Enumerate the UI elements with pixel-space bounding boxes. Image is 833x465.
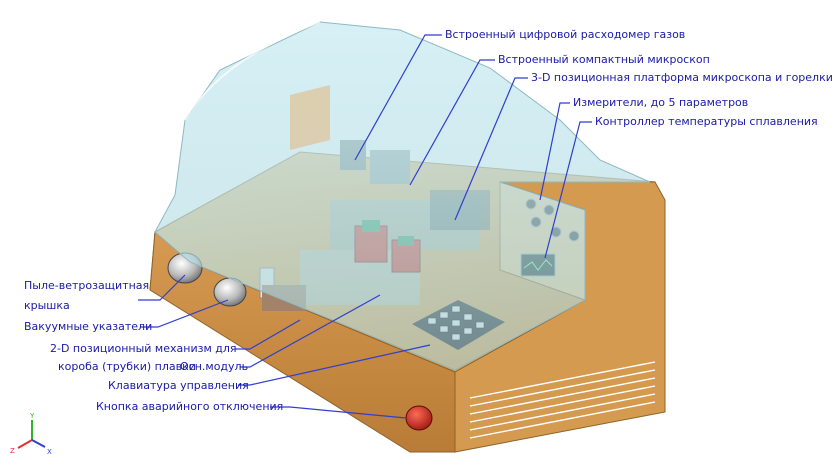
axis-x-label: X xyxy=(47,448,52,456)
label-cover-line1: Пыле-ветрозащитная xyxy=(24,279,150,292)
label-controller: Контроллер температуры сплавления xyxy=(595,115,818,128)
label-keypad: Клавиатура управления xyxy=(108,379,249,392)
axis-z-label: Z xyxy=(10,447,15,455)
label-mechanism-line2: короба (трубки) плавки xyxy=(58,360,196,373)
axis-y-label: Y xyxy=(29,412,35,420)
emergency-stop-button xyxy=(405,405,433,431)
label-main-module: Осн.модуль xyxy=(180,360,249,373)
label-emergency: Кнопка аварийного отключения xyxy=(96,400,284,413)
leader-lines xyxy=(138,34,592,419)
protective-cover xyxy=(154,21,651,371)
axis-triad-icon: Y X Z xyxy=(10,412,52,456)
label-mechanism-line1: 2-D позиционный механизм для xyxy=(50,342,237,355)
label-flowmeter: Встроенный цифровой расходомер газов xyxy=(445,28,686,41)
label-meters: Измерители, до 5 параметров xyxy=(573,96,749,109)
side-vents xyxy=(469,361,656,439)
label-vacuum: Вакуумные указатели xyxy=(24,320,153,333)
label-microscope: Встроенный компактный микроскоп xyxy=(498,53,710,66)
label-cover-line2: крышка xyxy=(24,299,70,312)
label-platform: 3-D позиционная платформа микроскопа и г… xyxy=(531,71,833,84)
